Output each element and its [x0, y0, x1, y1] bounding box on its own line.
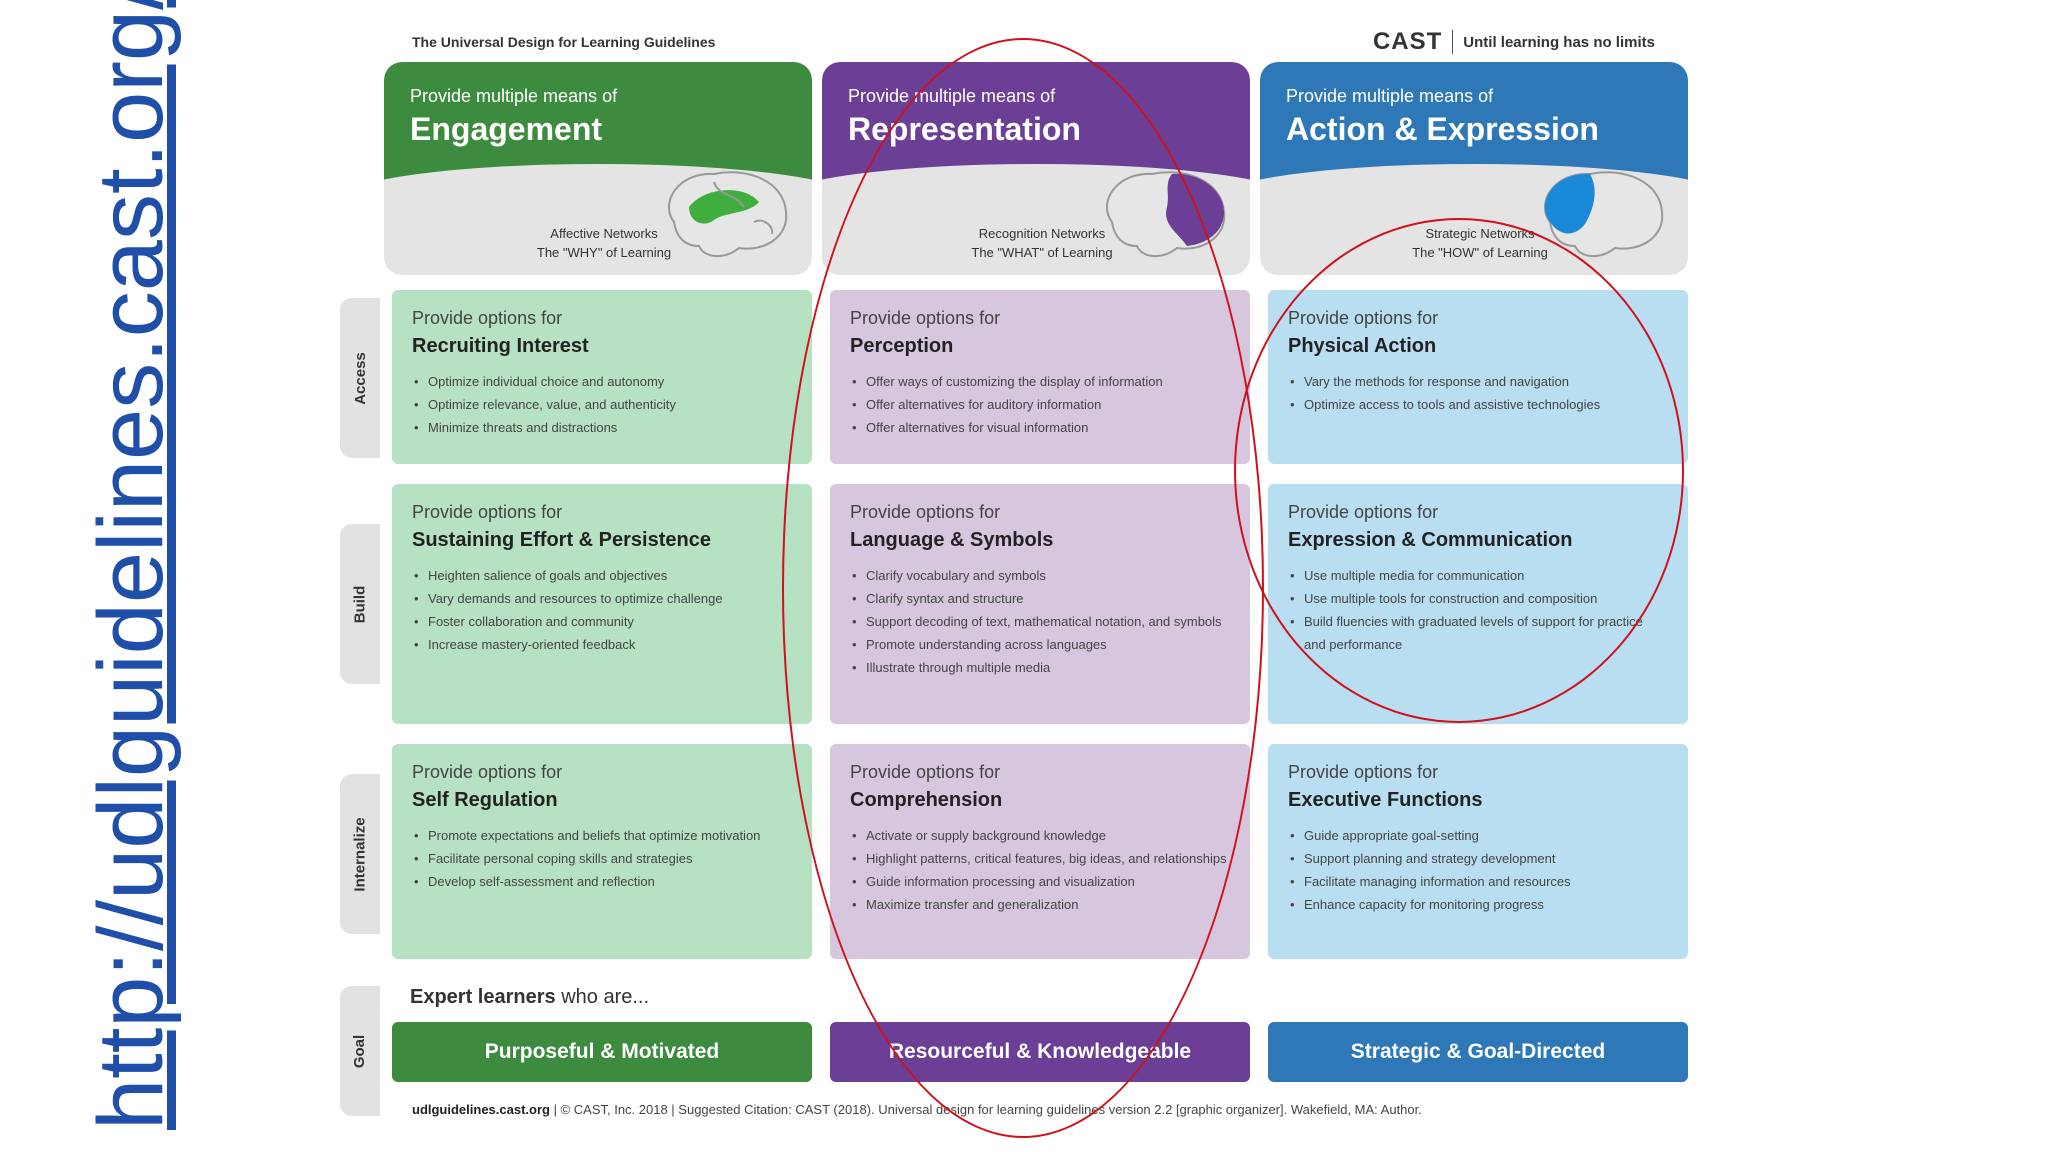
- principle-representation: Provide multiple means of Representation…: [822, 62, 1250, 275]
- list-item: Heighten salience of goals and objective…: [412, 564, 792, 587]
- row-label-build: Build: [340, 524, 380, 684]
- brain-icon: [668, 171, 788, 257]
- cell-expression-communication: Provide options for Expression & Communi…: [1268, 484, 1688, 724]
- goal-intro: Expert learners who are...: [410, 986, 650, 1008]
- cell-recruiting-interest: Provide options for Recruiting Interest …: [392, 290, 812, 464]
- cell-physical-action: Provide options for Physical Action Vary…: [1268, 290, 1688, 464]
- list-item: Guide appropriate goal-setting: [1288, 824, 1668, 847]
- cell-perception: Provide options for Perception Offer way…: [830, 290, 1250, 464]
- list-item: Offer alternatives for visual informatio…: [850, 416, 1230, 439]
- list-item: Enhance capacity for monitoring progress: [1288, 893, 1668, 916]
- principle-title: Action & Expression: [1286, 111, 1599, 147]
- goal-purposeful-motivated: Purposeful & Motivated: [392, 1022, 812, 1082]
- list-item: Promote understanding across languages: [850, 633, 1230, 656]
- principle-pre: Provide multiple means of: [848, 86, 1056, 106]
- list-item: Offer ways of customizing the display of…: [850, 370, 1230, 393]
- list-item: Activate or supply background knowledge: [850, 824, 1230, 847]
- cell-executive-functions: Provide options for Executive Functions …: [1268, 744, 1688, 959]
- principle-network: Strategic Networks The "HOW" of Learning: [1412, 226, 1548, 260]
- principle-title: Representation: [848, 111, 1081, 147]
- list-item: Facilitate managing information and reso…: [1288, 870, 1668, 893]
- list-item: Optimize individual choice and autonomy: [412, 370, 792, 393]
- list-item: Clarify vocabulary and symbols: [850, 564, 1230, 587]
- principle-pre: Provide multiple means of: [1286, 86, 1494, 106]
- list-item: Optimize access to tools and assistive t…: [1288, 393, 1668, 416]
- udl-guidelines-graphic: The Universal Design for Learning Guidel…: [340, 28, 1705, 1138]
- list-item: Guide information processing and visuali…: [850, 870, 1230, 893]
- goal-resourceful-knowledgeable: Resourceful & Knowledgeable: [830, 1022, 1250, 1082]
- list-item: Promote expectations and beliefs that op…: [412, 824, 792, 847]
- cell-sustaining-effort: Provide options for Sustaining Effort & …: [392, 484, 812, 724]
- brain-icon: [1106, 171, 1226, 257]
- list-item: Optimize relevance, value, and authentic…: [412, 393, 792, 416]
- list-item: Build fluencies with graduated levels of…: [1288, 610, 1668, 656]
- principle-pre: Provide multiple means of: [410, 86, 618, 106]
- list-item: Use multiple tools for construction and …: [1288, 587, 1668, 610]
- udl-guidelines-link[interactable]: http://udlguidelines.cast.org/: [80, 0, 182, 1130]
- principle-action-expression: Provide multiple means of Action & Expre…: [1260, 62, 1688, 275]
- row-label-goal: Goal: [340, 986, 380, 1116]
- footer-citation: udlguidelines.cast.org | © CAST, Inc. 20…: [412, 1102, 1422, 1117]
- list-item: Illustrate through multiple media: [850, 656, 1230, 679]
- cast-tagline: Until learning has no limits: [1463, 33, 1655, 51]
- list-item: Vary demands and resources to optimize c…: [412, 587, 792, 610]
- list-item: Support planning and strategy developmen…: [1288, 847, 1668, 870]
- cell-self-regulation: Provide options for Self Regulation Prom…: [392, 744, 812, 959]
- cell-language-symbols: Provide options for Language & Symbols C…: [830, 484, 1250, 724]
- cast-logo: CAST: [1372, 28, 1443, 55]
- principle-engagement: Provide multiple means of Engagement Aff…: [384, 62, 812, 275]
- principle-network: Recognition Networks The "WHAT" of Learn…: [971, 226, 1113, 260]
- list-item: Foster collaboration and community: [412, 610, 792, 633]
- row-label-internalize: Internalize: [340, 774, 380, 934]
- list-item: Increase mastery-oriented feedback: [412, 633, 792, 656]
- cast-brand: CAST Until learning has no limits: [1373, 28, 1655, 56]
- cell-comprehension: Provide options for Comprehension Activa…: [830, 744, 1250, 959]
- brain-icon: [1544, 171, 1664, 257]
- list-item: Maximize transfer and generalization: [850, 893, 1230, 916]
- list-item: Offer alternatives for auditory informat…: [850, 393, 1230, 416]
- list-item: Facilitate personal coping skills and st…: [412, 847, 792, 870]
- principle-network: Affective Networks The "WHY" of Learning: [536, 226, 672, 260]
- list-item: Highlight patterns, critical features, b…: [850, 847, 1230, 870]
- list-item: Use multiple media for communication: [1288, 564, 1668, 587]
- graphic-title: The Universal Design for Learning Guidel…: [412, 34, 716, 50]
- list-item: Minimize threats and distractions: [412, 416, 792, 439]
- row-label-access: Access: [340, 298, 380, 458]
- principle-title: Engagement: [410, 111, 603, 147]
- list-item: Develop self-assessment and reflection: [412, 870, 792, 893]
- brand-divider: [1452, 30, 1454, 54]
- list-item: Support decoding of text, mathematical n…: [850, 610, 1230, 633]
- goal-strategic-goal-directed: Strategic & Goal-Directed: [1268, 1022, 1688, 1082]
- list-item: Clarify syntax and structure: [850, 587, 1230, 610]
- list-item: Vary the methods for response and naviga…: [1288, 370, 1668, 393]
